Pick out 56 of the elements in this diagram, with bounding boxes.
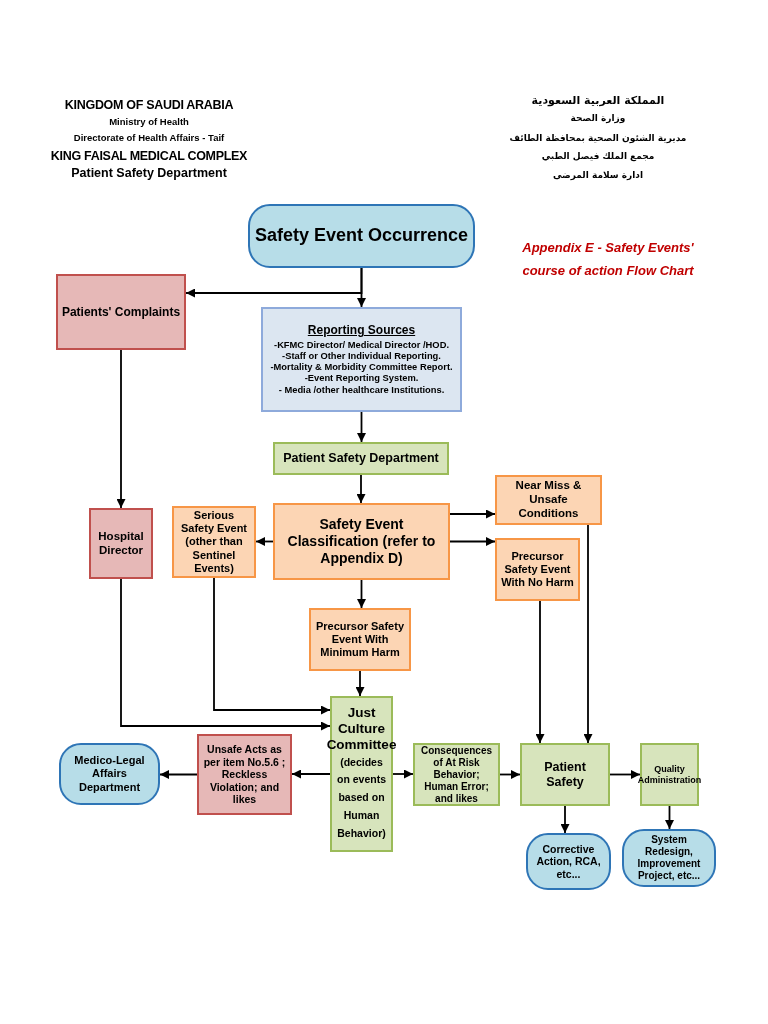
rounded-box: System Redesign, Improvement Project, etc... (622, 829, 716, 887)
rounded-box: Safety Event Occurrence (248, 204, 475, 268)
header-text: Patient Safety Department (71, 166, 227, 180)
header-text: Ministry of Health (109, 116, 189, 127)
rounded-box: Medico-Legal Affairs Department (59, 743, 160, 805)
arrow (609, 770, 641, 779)
process-box: Patient Safety Department (273, 442, 449, 475)
arrow (159, 770, 198, 779)
process-box: Patients' Complaints (56, 274, 186, 350)
box-text: -Staff or Other Individual Reporting. (282, 350, 441, 363)
arrow (356, 474, 366, 504)
box-text: - Media /other healthcare Institutions. (278, 384, 445, 396)
box-text: -Mortality & Morbidity Committee Report. (270, 362, 453, 374)
arrow (357, 267, 366, 308)
arrow (116, 349, 126, 509)
process-box: Quality Administration (640, 743, 699, 806)
header-text: KINGDOM OF SAUDI ARABIA (64, 98, 234, 112)
process-box: Near Miss & Unsafe Conditions (495, 475, 602, 525)
process-box (261, 307, 462, 412)
process-box: Precursor Safety Event With Minimum Harm (309, 608, 411, 671)
process-box: Consequences of At Risk Behavior; Human Error; and likes (413, 743, 500, 806)
box-text: -Event Reporting System. (304, 373, 419, 385)
process-box: Precursor Safety Event With No Harm (495, 538, 580, 601)
box-heading: Just Culture Committee (326, 705, 397, 754)
box-text: (decides on events based on Human Behavior) (335, 754, 388, 842)
process-box: Serious Safety Event (other than Sentinel Events) (172, 506, 256, 578)
title: Appendix E - Safety Events' course of action Flow Chart (521, 239, 695, 280)
arrow (449, 537, 496, 546)
box-heading: Reporting Sources (307, 323, 416, 338)
arrow (357, 411, 366, 443)
rounded-box: Corrective Action, RCA, etc... (526, 833, 611, 890)
process-box: Safety Event Classification (refer to Appendix D) (273, 503, 450, 580)
arrow (120, 578, 331, 731)
process-box: Patient Safety (520, 743, 610, 806)
process-box: Unsafe Acts as per item No.5.6 ; Reckless Violation; and likes (197, 734, 292, 815)
header-text: مجمع الملك فيصل الطبي (541, 151, 655, 161)
arrow (291, 769, 331, 779)
arrow (535, 600, 545, 744)
header-text: Directorate of Health Affairs - Taif (73, 132, 225, 143)
header-text: KING FAISAL MEDICAL COMPLEX (50, 149, 248, 163)
arrow (213, 577, 331, 715)
arrow (449, 509, 496, 519)
arrow (665, 805, 674, 830)
arrow (392, 769, 414, 779)
header-text: مديرية الشئون الصحية بمحافظة الطائف (509, 133, 687, 143)
arrow (355, 670, 365, 697)
process-box: Hospital Director (89, 508, 153, 579)
header-text: وزارة الصحة (570, 113, 626, 123)
box-text: -KFMC Director/ Medical Director /HOD. (274, 339, 449, 351)
header-text: ادارة سلامة المرضى (552, 170, 644, 180)
arrow (255, 537, 274, 546)
header-text: المملكة العربية السعودية (531, 94, 665, 107)
arrow (499, 770, 521, 779)
arrow (357, 579, 366, 609)
arrow (560, 805, 570, 834)
arrow (583, 524, 593, 744)
